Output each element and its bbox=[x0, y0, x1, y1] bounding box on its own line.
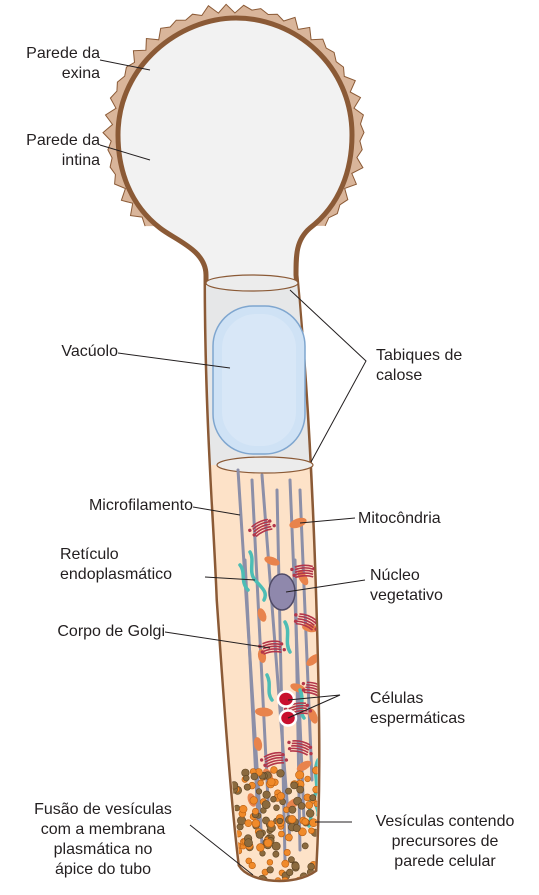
label-intine-wall: Parede da intina bbox=[0, 131, 100, 171]
vesicle bbox=[298, 803, 305, 810]
vesicle bbox=[268, 821, 275, 828]
label-callose-plugs: Tabiques de calose bbox=[376, 346, 536, 386]
vacuole-highlight bbox=[222, 314, 296, 446]
vesicle bbox=[277, 818, 283, 824]
vesicle bbox=[296, 771, 304, 779]
vesicle bbox=[263, 791, 271, 799]
vesicle bbox=[282, 860, 289, 867]
vesicle bbox=[244, 839, 252, 847]
label-vegetative-nucleus: Núcleo vegetativo bbox=[370, 566, 530, 606]
vesicle bbox=[257, 844, 265, 852]
vesicle bbox=[267, 859, 273, 865]
vesicle bbox=[252, 808, 258, 814]
vesicle bbox=[240, 805, 248, 813]
vesicle bbox=[271, 796, 277, 802]
vesicle bbox=[267, 867, 274, 874]
vesicle bbox=[310, 819, 318, 827]
vesicle bbox=[309, 828, 315, 834]
vesicle bbox=[243, 775, 249, 781]
label-mitochondria: Mitocôndria bbox=[358, 509, 538, 529]
vesicle bbox=[306, 802, 313, 809]
vesicle bbox=[274, 805, 280, 811]
callose-plug-upper bbox=[206, 275, 298, 291]
vesicle bbox=[258, 780, 264, 786]
label-microfilament: Microfilamento bbox=[0, 496, 193, 516]
sperm-cell bbox=[278, 692, 294, 707]
vesicle bbox=[286, 869, 293, 876]
vesicle bbox=[256, 789, 262, 795]
vesicle bbox=[297, 786, 304, 793]
vesicle bbox=[289, 806, 296, 813]
vesicle bbox=[262, 801, 270, 809]
callose-plug-lower bbox=[217, 457, 313, 473]
vesicle bbox=[302, 843, 308, 849]
vegetative-nucleus bbox=[269, 574, 295, 610]
vesicle bbox=[286, 788, 292, 794]
vesicle bbox=[306, 810, 314, 818]
label-vacuole: Vacúolo bbox=[0, 342, 118, 362]
label-golgi: Corpo de Golgi bbox=[0, 622, 165, 642]
vesicle bbox=[284, 807, 290, 813]
vesicle bbox=[271, 767, 278, 774]
vesicle bbox=[288, 857, 294, 863]
vesicle bbox=[237, 876, 243, 882]
vesicle bbox=[305, 776, 311, 782]
label-vesicle-fusion: Fusão de vesículas com a membrana plasmá… bbox=[0, 800, 206, 880]
vesicle bbox=[245, 820, 252, 827]
vesicle bbox=[244, 784, 250, 790]
label-exine-wall: Parede da exina bbox=[0, 44, 100, 84]
vesicle bbox=[264, 839, 272, 847]
vesicle bbox=[278, 831, 284, 837]
vesicle bbox=[256, 831, 264, 839]
vesicle bbox=[310, 795, 316, 801]
vesicle bbox=[303, 878, 309, 884]
vesicle bbox=[292, 862, 300, 870]
vesicle bbox=[252, 820, 260, 828]
vesicle bbox=[285, 834, 292, 841]
vesicle bbox=[277, 792, 284, 799]
vesicle bbox=[250, 797, 258, 805]
vesicle bbox=[251, 773, 258, 780]
vesicle bbox=[277, 770, 285, 778]
vesicle bbox=[288, 815, 296, 823]
vesicle bbox=[293, 825, 300, 832]
vesicle bbox=[273, 851, 279, 857]
er-strand bbox=[325, 745, 328, 778]
label-endoplasmic-reticulum: Retículo endoplasmático bbox=[0, 545, 203, 585]
vesicle bbox=[267, 778, 275, 786]
label-vesicles: Vesículas contendo precursores de parede… bbox=[354, 812, 536, 872]
vesicle bbox=[249, 862, 256, 869]
vesicle bbox=[308, 863, 315, 870]
vesicle bbox=[284, 849, 290, 855]
label-sperm-cells: Células espermáticas bbox=[370, 689, 530, 729]
vesicle bbox=[302, 818, 309, 825]
